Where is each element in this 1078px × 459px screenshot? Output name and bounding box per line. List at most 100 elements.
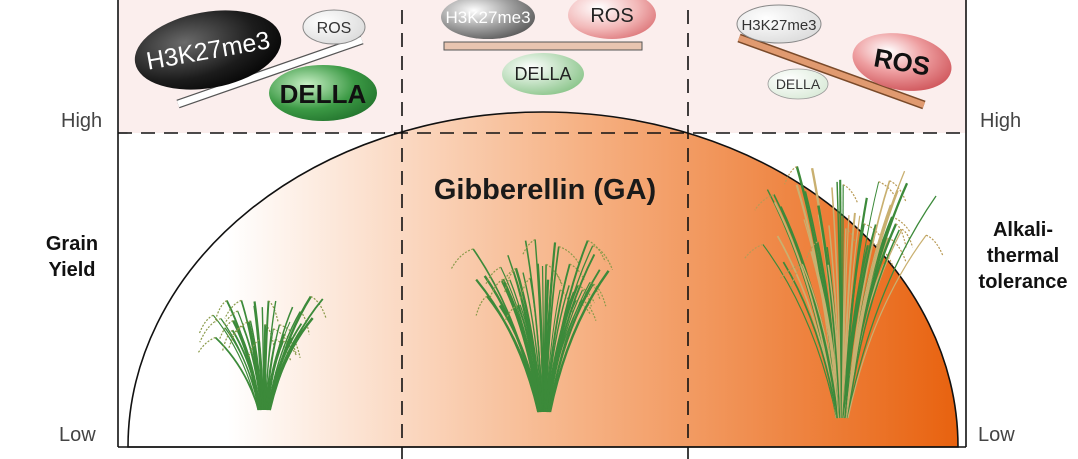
rice-panicle	[569, 263, 585, 280]
rice-leaf	[544, 246, 560, 413]
diagram-title: Gibberellin (GA)	[434, 174, 656, 206]
della-label: DELLA	[514, 64, 571, 84]
della-label: DELLA	[776, 76, 821, 92]
rice-panicle	[224, 299, 242, 319]
rice-leaf	[231, 329, 262, 411]
rice-panicle	[784, 165, 798, 185]
rice-panicle	[221, 329, 233, 353]
rice-panicle	[485, 266, 502, 284]
rice-leaf	[529, 278, 544, 413]
rice-leaf	[847, 229, 900, 419]
rice-leaf	[536, 263, 545, 413]
panel-mid-ga: H3K27me3 ROS DELLA	[441, 0, 656, 95]
rice-panicle	[901, 228, 914, 248]
rice-panicle	[754, 193, 775, 211]
rice-plant-medium	[450, 238, 614, 413]
rice-panicle	[593, 283, 607, 307]
ros-bubble	[852, 33, 952, 91]
right-axis-title: Alkali- thermal tolerance	[970, 217, 1076, 295]
ros-label: ROS	[590, 5, 633, 27]
rice-panicle	[582, 289, 592, 307]
rice-panicle	[522, 238, 536, 256]
h3k27me3-bubble	[441, 0, 535, 39]
rice-panicle	[501, 267, 517, 285]
rice-panicle	[519, 277, 531, 300]
rice-leaf	[268, 295, 312, 411]
rice-panicle	[489, 278, 504, 298]
rice-panicle	[504, 304, 519, 322]
rice-panicle	[228, 325, 244, 349]
left-axis-title: Grain Yield	[28, 231, 116, 283]
della-bubble	[767, 68, 829, 100]
rice-panicle	[790, 264, 803, 289]
rice-panicle	[247, 339, 260, 359]
h3k27me3-label: H3K27me3	[445, 8, 530, 27]
rice-panicle	[805, 241, 818, 261]
rice-plant-small	[197, 295, 327, 411]
right-axis-title-line1: Alkali-	[992, 219, 1054, 241]
rice-panicle	[283, 333, 297, 354]
rice-leaf	[263, 300, 270, 411]
rice-panicle	[558, 245, 580, 265]
rice-leaf	[844, 181, 880, 419]
rice-panicle	[925, 234, 944, 257]
rice-leaf	[847, 234, 927, 419]
rice-leaf	[801, 263, 840, 419]
rice-leaf	[843, 224, 877, 419]
rice-panicle	[197, 336, 216, 354]
rice-leaf	[236, 324, 262, 411]
rice-leaf	[214, 336, 260, 411]
rice-leaf	[242, 325, 263, 411]
rice-leaf	[516, 304, 543, 413]
rice-leaf	[845, 180, 891, 419]
right-axis-high: High	[980, 110, 1022, 132]
rice-leaf	[548, 270, 610, 413]
rice-leaf	[269, 298, 324, 411]
rice-leaf	[810, 251, 841, 419]
left-axis-title-line1: Grain	[45, 233, 99, 255]
rice-leaf	[842, 212, 856, 419]
ros-bubble	[302, 9, 366, 45]
right-axis-title-line2: thermal	[986, 245, 1060, 267]
rice-panicle	[282, 340, 298, 357]
rice-leaf	[500, 266, 542, 413]
panel-low-ga: H3K27me3 ROS DELLA	[134, 9, 377, 121]
rice-panicle	[592, 245, 614, 270]
left-axis-low: Low	[59, 424, 96, 446]
rice-panicle	[222, 310, 238, 327]
rice-panicle	[845, 227, 857, 245]
rice-panicle	[895, 223, 907, 248]
ros-bubble	[568, 0, 656, 39]
right-axis-title-line3: tolerance	[978, 271, 1068, 293]
rice-panicle	[218, 320, 234, 341]
rice-panicle	[264, 323, 275, 349]
balance-bar	[443, 41, 643, 51]
rice-panicle	[504, 270, 514, 293]
rice-panicle	[199, 318, 222, 343]
left-axis-title-line2: Yield	[48, 259, 96, 281]
rice-panicle	[198, 314, 214, 335]
ros-label: ROS	[317, 20, 352, 37]
rice-panicle	[214, 300, 228, 323]
rice-leaf	[266, 306, 294, 411]
h3k27me3-bubble	[736, 4, 822, 44]
rice-leaf	[842, 197, 868, 419]
rice-panicle	[587, 240, 606, 262]
della-label: DELLA	[280, 79, 367, 109]
rice-leaf	[762, 244, 838, 419]
h3k27me3-label: H3K27me3	[741, 17, 816, 34]
rice-leaf	[264, 300, 277, 411]
left-axis-high: High	[61, 110, 103, 132]
panel-high-ga: H3K27me3 ROS DELLA	[736, 4, 952, 110]
rice-panicle	[743, 243, 764, 260]
rice-panicle	[231, 320, 251, 337]
rice-leaf	[547, 240, 589, 413]
rice-leaf	[846, 189, 899, 419]
rice-leaf	[846, 195, 937, 419]
right-axis-low: Low	[978, 424, 1015, 446]
h3k27me3-bubble	[134, 10, 282, 90]
rice-leaf	[782, 261, 839, 419]
della-bubble	[269, 65, 377, 121]
della-bubble	[502, 53, 584, 95]
